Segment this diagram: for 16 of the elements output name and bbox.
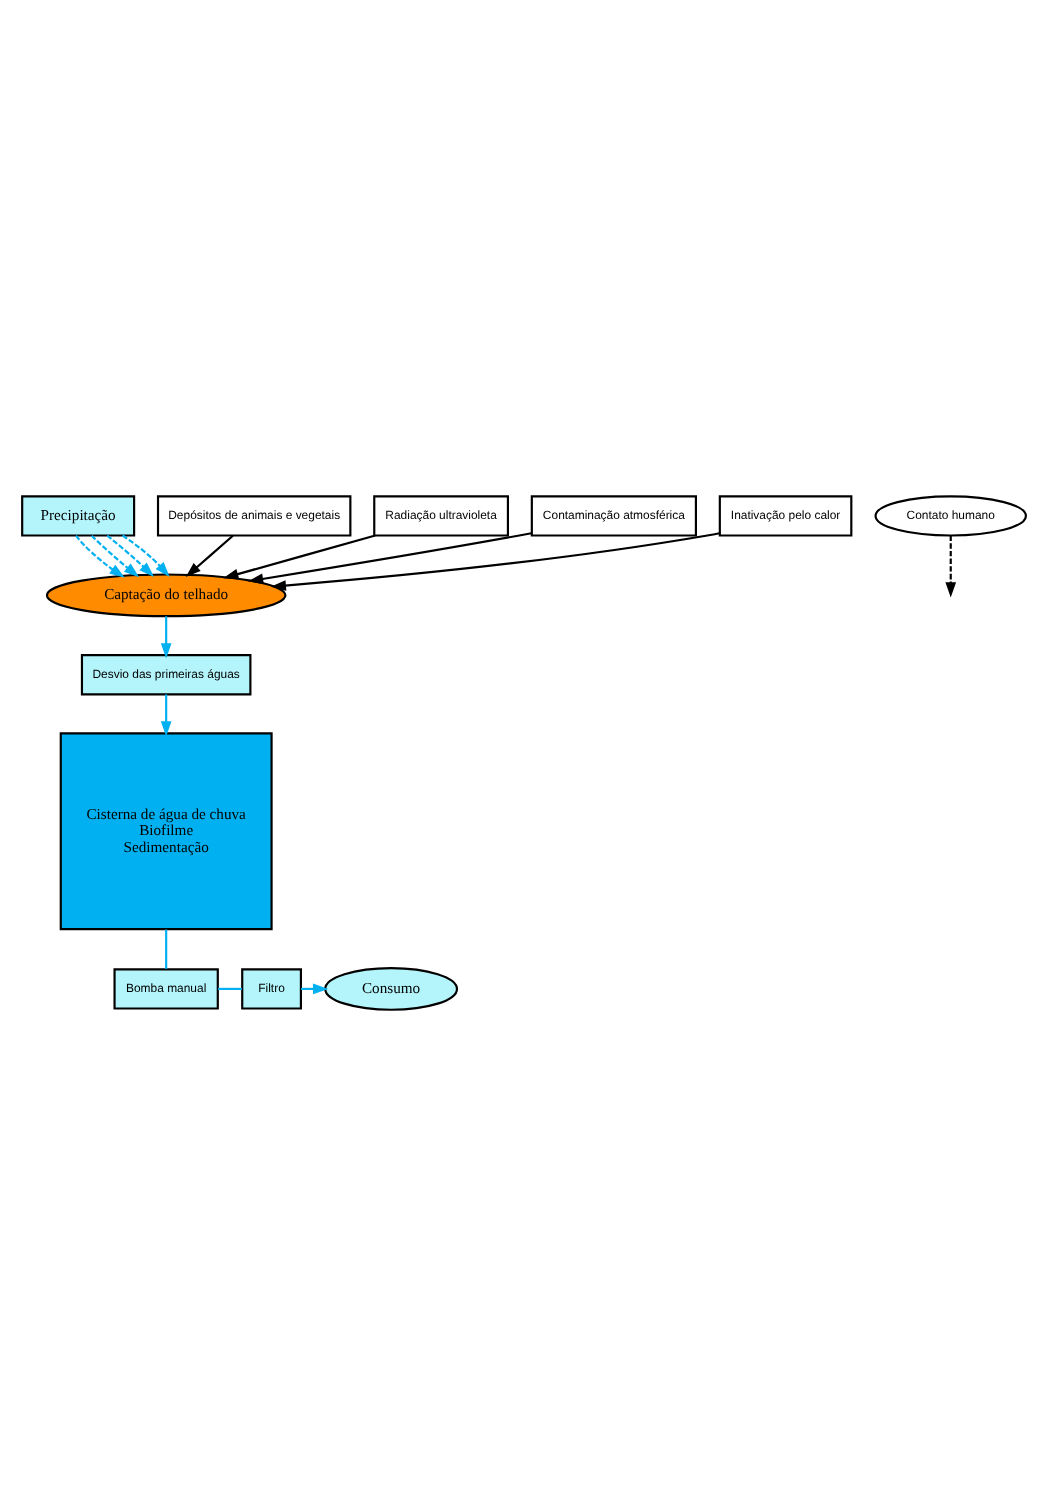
node-box: Cisterna de água de chuva Biofilme Sedimentação: [59, 731, 273, 930]
arrow: [90, 533, 140, 577]
arrow: [945, 534, 957, 597]
arrow: [223, 533, 376, 579]
arrow: [106, 533, 155, 576]
connector: [165, 928, 168, 968]
arrow: [247, 531, 532, 584]
connector: [218, 986, 242, 989]
arrow: [160, 693, 172, 736]
node-ellipse: Consumo: [324, 966, 459, 1010]
arrow: [270, 531, 720, 590]
node-box: Precipitação: [21, 494, 136, 536]
arrow: [121, 533, 170, 576]
arrow: [75, 534, 125, 577]
arrow: [185, 533, 234, 577]
arrow: [160, 615, 172, 658]
